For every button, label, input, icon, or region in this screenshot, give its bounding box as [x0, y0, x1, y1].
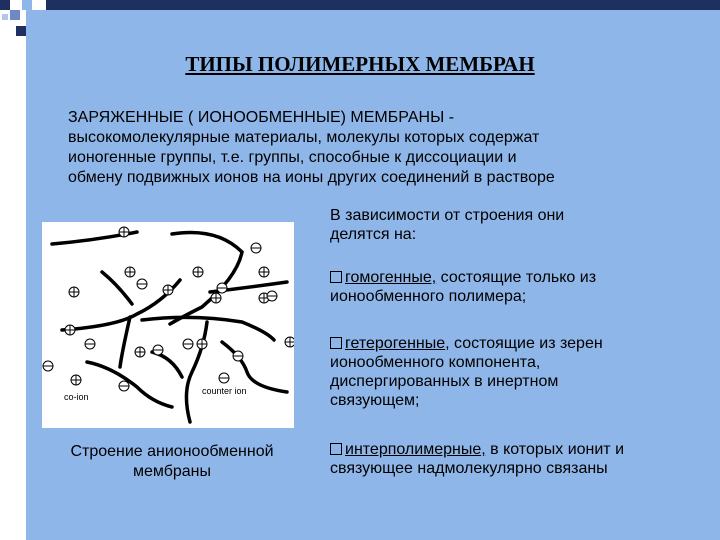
decor-square — [22, 0, 32, 10]
lead-line: делятся на: — [330, 226, 417, 243]
polymer-chain — [150, 350, 184, 379]
checkbox-bullet-icon — [330, 271, 342, 283]
membrane-diagram: co-ion counter ion — [42, 226, 296, 424]
type-term: гетерогенные — [345, 335, 446, 352]
fixed-charge-plus — [68, 286, 80, 298]
intro-text: ЗАРЯЖЕННЫЕ ( ИОНООБМЕННЫЕ) МЕМБРАНЫ - вы… — [68, 108, 688, 188]
type-desc: состоящие только из — [436, 269, 597, 286]
polymer-chain — [60, 278, 182, 332]
decor-square — [16, 26, 26, 36]
decor-square — [0, 0, 10, 10]
counter-ion-minus — [42, 360, 54, 372]
type-interpolymer: интерполимерные, в которых ионит и связу… — [330, 440, 710, 478]
page-title: ТИПЫ ПОЛИМЕРНЫХ МЕМБРАН — [185, 52, 535, 76]
lead-line: В зависимости от строения они — [330, 207, 565, 224]
polymer-chain — [100, 270, 134, 306]
type-desc: в которых ионит и — [485, 441, 625, 458]
fixed-charge-plus — [192, 266, 204, 278]
polymer-chain — [220, 340, 289, 394]
polymer-chain — [184, 320, 209, 424]
counter-ion-minus — [218, 372, 230, 384]
counter-ion-minus — [136, 278, 148, 290]
counter-ion-minus — [266, 290, 278, 302]
type-homogeneous: гомогенные, состоящие только из ионообме… — [330, 268, 710, 306]
polymer-chain — [140, 315, 276, 342]
fixed-charge-plus — [118, 226, 130, 238]
counter-ion-minus — [118, 380, 130, 392]
type-heterogeneous: гетерогенные, состоящие из зерен ионообм… — [330, 334, 710, 410]
figure-caption: Строение анионообменной мембраны — [44, 442, 300, 482]
polymer-chain — [85, 360, 174, 409]
counter-ion-minus — [216, 282, 228, 294]
caption-line: Строение анионообменной — [70, 443, 274, 460]
type-term: гомогенные, — [345, 269, 437, 286]
decor-square — [10, 10, 20, 20]
fixed-charge-plus — [196, 338, 208, 350]
type-term: интерполимерные, — [345, 441, 486, 458]
decor-square — [2, 14, 8, 20]
classification-lead: В зависимости от строения они делятся на… — [330, 206, 710, 244]
fixed-charge-plus — [134, 346, 146, 358]
fixed-charge-plus — [284, 336, 296, 348]
counter-ion-minus — [152, 344, 164, 356]
polymer-chain — [118, 315, 132, 369]
type-desc-line: связующем; — [330, 392, 420, 409]
fixed-charge-plus — [258, 266, 270, 278]
counter-ion-minus — [250, 242, 262, 254]
top-band — [46, 0, 720, 10]
caption-line: мембраны — [132, 463, 211, 480]
fixed-charge-plus — [210, 292, 222, 304]
counter-ion-label: counter ion — [202, 386, 247, 396]
counter-ion-minus — [182, 338, 194, 350]
fixed-charge-plus — [70, 374, 82, 386]
type-desc-line: диспергированных в инертном — [330, 373, 559, 390]
polymer-chain — [168, 230, 244, 326]
type-desc-line: связующее надмолекулярно связаны — [330, 460, 608, 477]
counter-ion-minus — [84, 338, 96, 350]
type-desc-line: ионообменного компонента, — [330, 354, 541, 371]
counter-ion-minus — [232, 350, 244, 362]
type-desc: , состоящие из зерен — [445, 335, 603, 352]
fixed-charge-plus — [124, 266, 136, 278]
fixed-charge-plus — [64, 324, 76, 336]
membrane-figure: co-ion counter ion — [42, 222, 296, 428]
intro-heading: ЗАРЯЖЕННЫЕ ( ИОНООБМЕННЫЕ) МЕМБРАНЫ - — [68, 109, 455, 126]
intro-line: обмену подвижных ионов на ионы других со… — [68, 169, 555, 186]
fixed-charge-plus — [162, 284, 174, 296]
checkbox-bullet-icon — [330, 443, 342, 455]
co-ion-label: co-ion — [64, 392, 89, 402]
type-desc-line: ионообменного полимера; — [330, 288, 527, 305]
intro-line: ионогенные группы, т.е. группы, способны… — [68, 149, 517, 166]
checkbox-bullet-icon — [330, 337, 342, 349]
intro-line: высокомолекулярные материалы, молекулы к… — [68, 129, 540, 146]
